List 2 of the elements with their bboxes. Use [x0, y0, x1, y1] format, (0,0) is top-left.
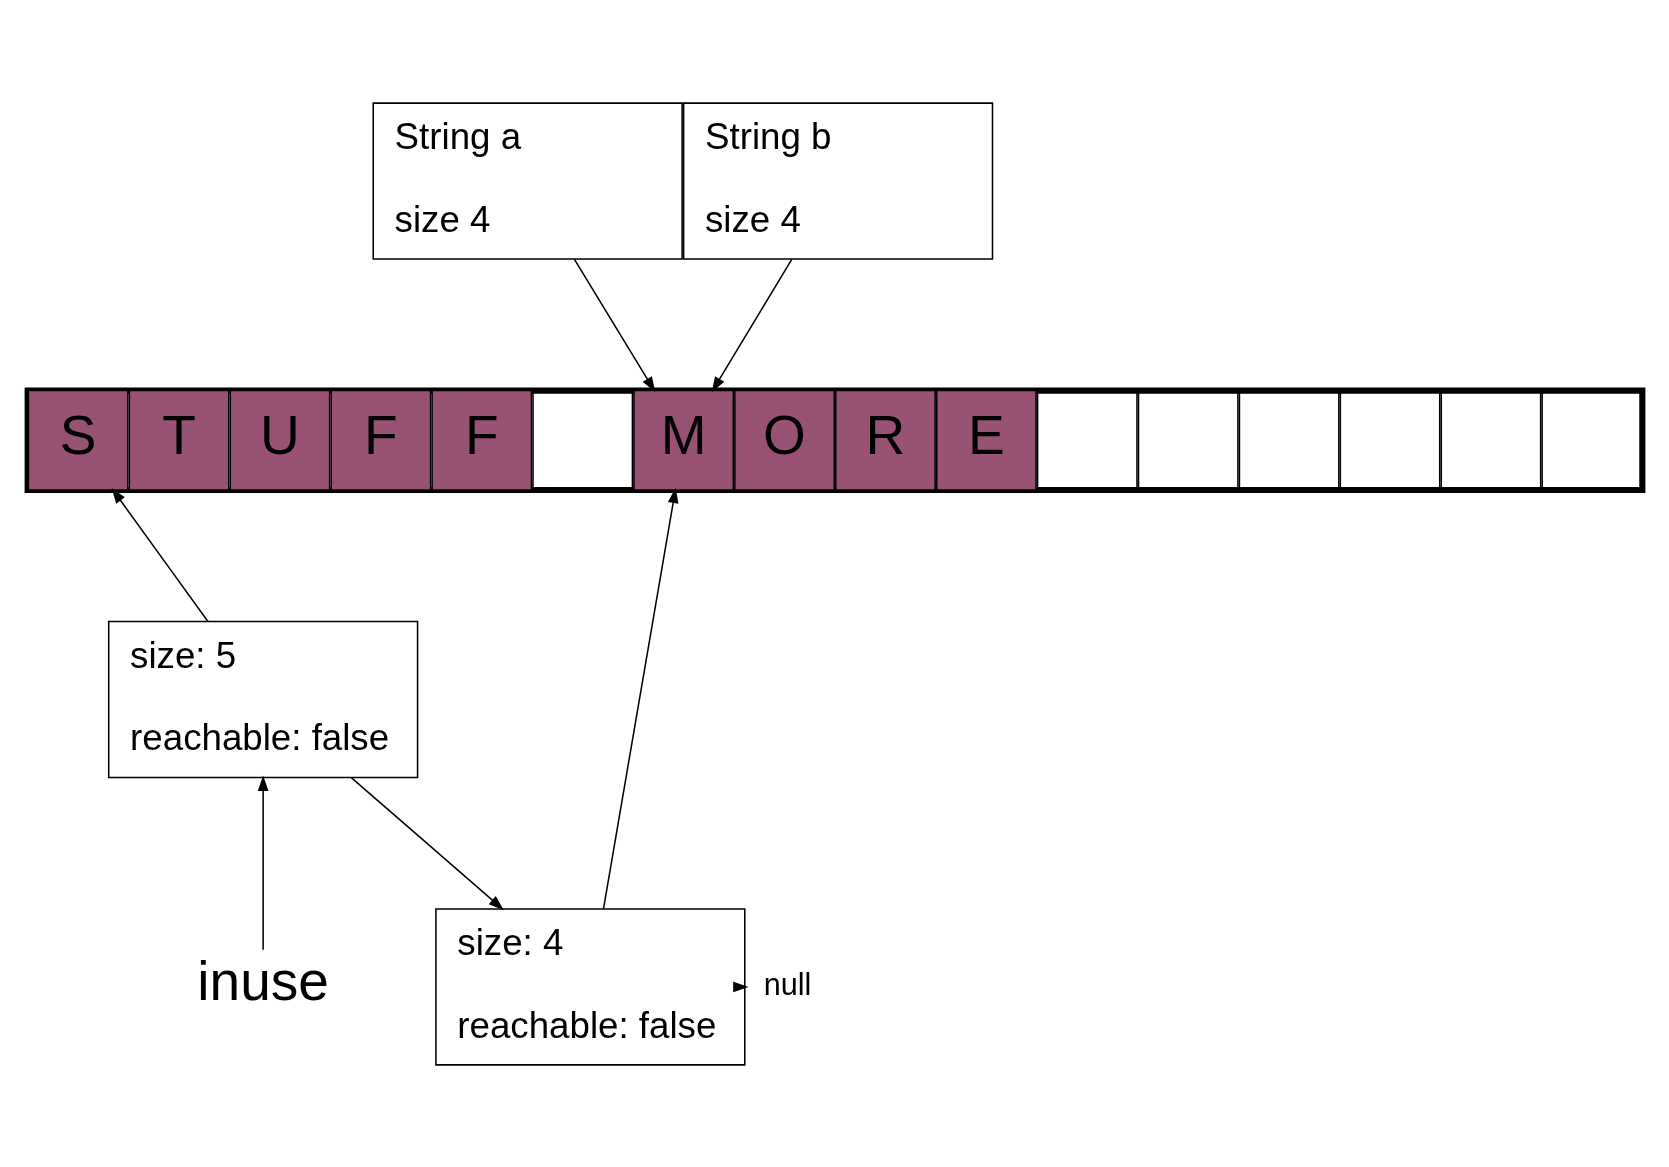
node-text: null	[763, 966, 811, 1001]
node-text: inuse	[196, 949, 329, 1012]
